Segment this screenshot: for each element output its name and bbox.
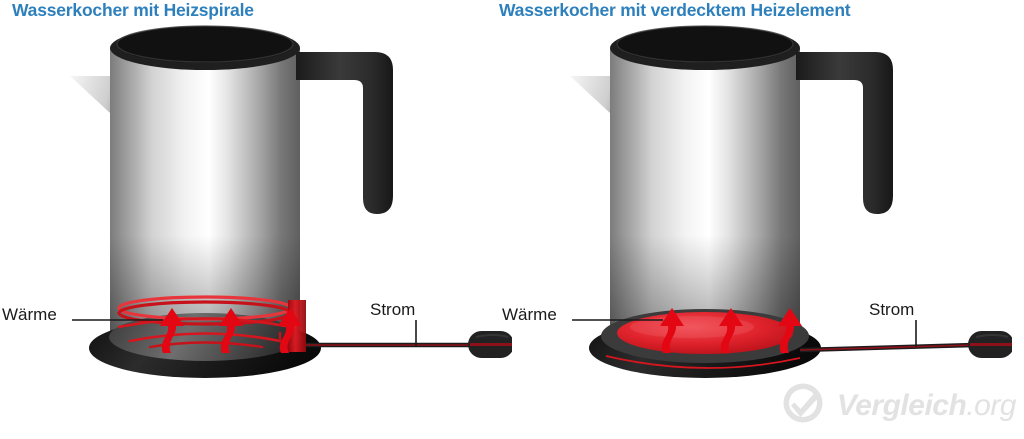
- heat-arrow: [719, 308, 743, 353]
- label-strom-right: Strom: [869, 300, 915, 319]
- power-cord-assembly: [306, 331, 512, 358]
- panel-exposed-coil: Wasserkocher mit Heizspirale: [2, 0, 512, 378]
- heat-arrow: [160, 308, 184, 353]
- heat-arrows: [160, 308, 302, 353]
- kettle-handle: [796, 52, 893, 214]
- heat-arrow: [219, 308, 243, 353]
- kettle-rim-inner: [617, 27, 793, 63]
- power-cord-core: [799, 344, 975, 351]
- kettle-diagram-exposed-coil: [70, 25, 512, 378]
- panel-title-right: Wasserkocher mit verdecktem Heizelement: [499, 0, 851, 20]
- power-cord-assembly: [799, 331, 1012, 358]
- kettle-rim-inner: [117, 27, 293, 63]
- panel-title-left: Wasserkocher mit Heizspirale: [12, 0, 254, 20]
- base-power-trace: [605, 355, 801, 369]
- heat-arrow: [778, 308, 802, 353]
- plug-highlight: [975, 334, 1009, 338]
- plug-stripe: [970, 343, 1012, 346]
- plug-highlight: [475, 334, 509, 338]
- kettle-rim-highlight: [116, 25, 294, 63]
- plug-stripe: [470, 343, 512, 346]
- heat-arrow: [278, 308, 302, 353]
- heat-arrow: [660, 308, 684, 353]
- concealed-heating-plate: [617, 312, 793, 354]
- panel-concealed-plate: [500, 0, 1012, 439]
- heat-arrows: [660, 308, 802, 353]
- kettle-base-inner-floor: [109, 313, 301, 361]
- kettle-rim-highlight: [616, 25, 794, 63]
- kettle-handle: [296, 52, 393, 214]
- label-waerme-right: Wärme: [502, 305, 557, 324]
- kettle-diagram-concealed-plate: [500, 0, 1012, 439]
- label-waerme-left: Wärme: [2, 305, 57, 324]
- label-strom-left: Strom: [370, 300, 416, 319]
